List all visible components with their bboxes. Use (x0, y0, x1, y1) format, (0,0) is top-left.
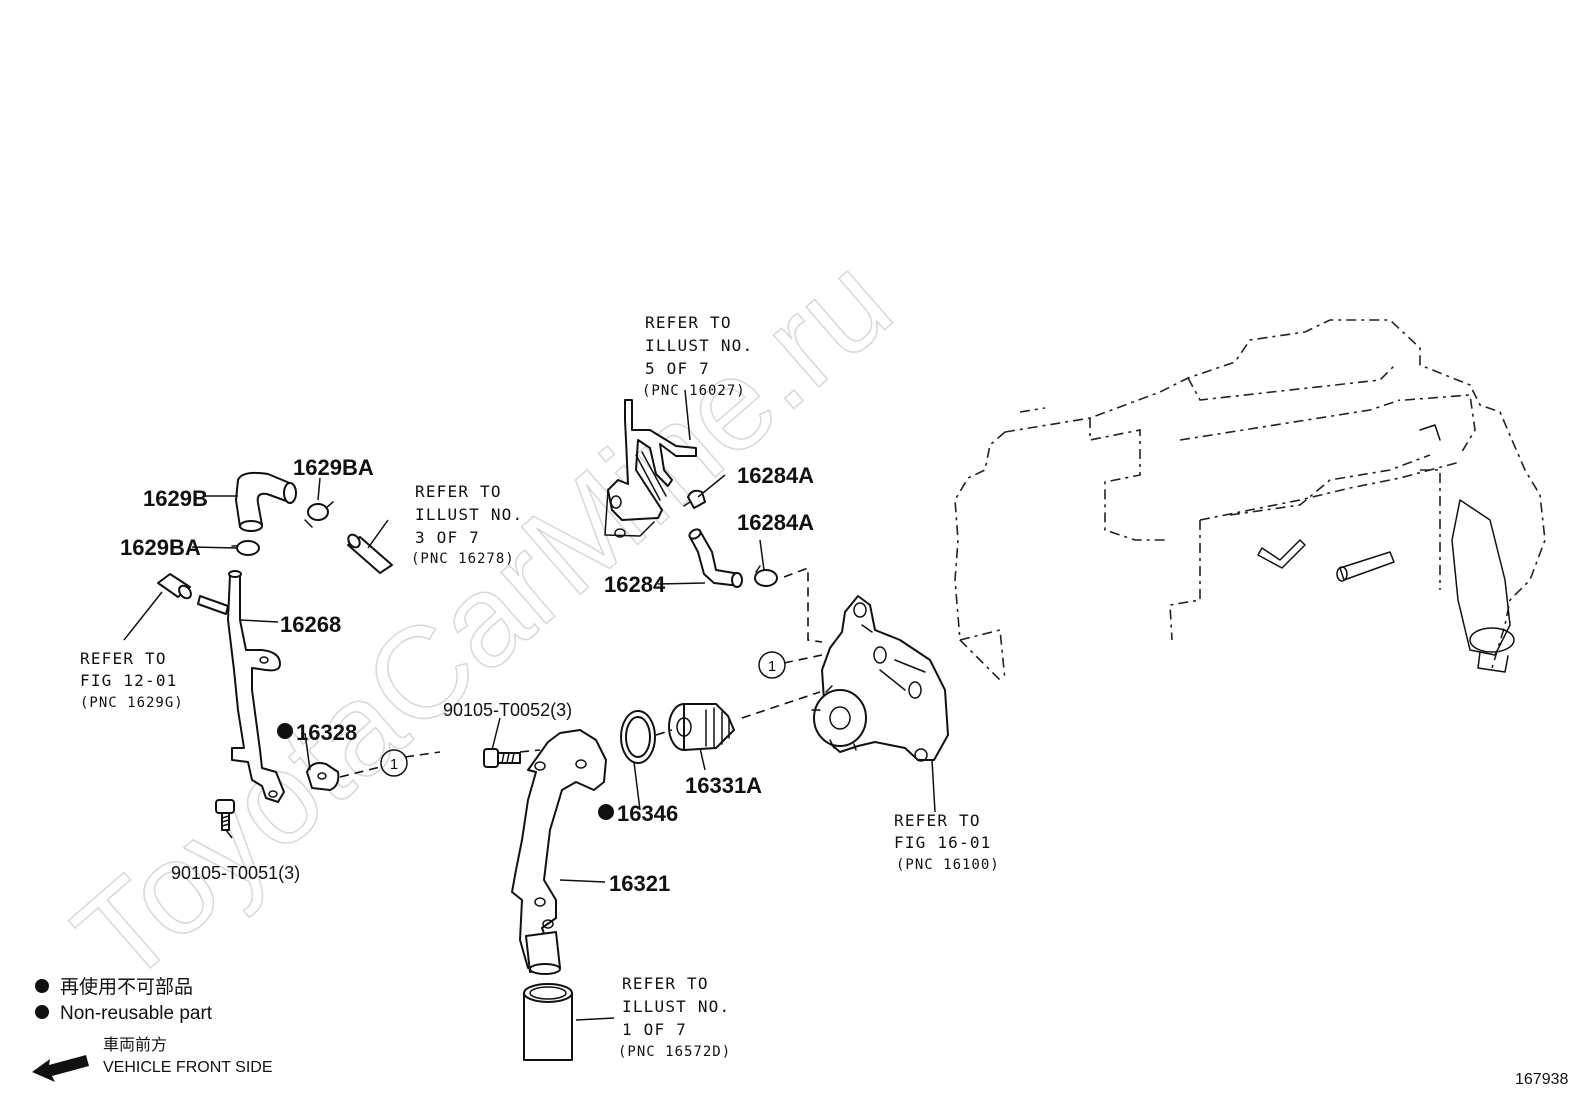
svg-text:3 OF 7: 3 OF 7 (415, 528, 480, 547)
vehicle-front-arrow-icon (32, 1055, 89, 1082)
svg-text:ToyotaCarMine.ru: ToyotaCarMine.ru (48, 228, 918, 1011)
legend-nonreusable-en: Non-reusable part (35, 1003, 213, 1024)
legend-front-jp: 車両前方 (103, 1036, 167, 1054)
label-16346: 16346 (598, 801, 678, 826)
svg-text:(PNC 16572D): (PNC 16572D) (618, 1044, 731, 1060)
inlet-housing-16321 (511, 729, 607, 975)
legend-nonreusable-jp: 再使用不可部品 (35, 976, 193, 998)
svg-text:ILLUST NO.: ILLUST NO. (415, 505, 523, 524)
svg-text:(PNC 16027): (PNC 16027) (642, 383, 746, 399)
refer-note-fig-12-01: REFER TO FIG 12-01 (PNC 1629G) (80, 649, 184, 711)
label-90105-T0052: 90105-T0052(3) (443, 700, 572, 720)
label-16331A: 16331A (685, 773, 762, 798)
connector-mark-left: 1 (380, 749, 408, 777)
svg-text:ILLUST NO.: ILLUST NO. (622, 997, 730, 1016)
svg-text:ILLUST NO.: ILLUST NO. (645, 336, 753, 355)
label-1629B: 1629B (143, 486, 208, 511)
bolt-90105-T0052 (483, 748, 521, 768)
label-1629BA-top: 1629BA (293, 455, 374, 480)
watermark: ToyotaCarMine.ru (47, 227, 919, 1012)
hose-pnc-1629G (157, 573, 192, 600)
pipe-pnc-16027 (604, 399, 697, 538)
label-90105-T0051: 90105-T0051(3) (171, 863, 300, 883)
svg-text:5 OF 7: 5 OF 7 (645, 359, 710, 378)
label-16284: 16284 (604, 572, 666, 597)
refer-note-5of7: REFER TO ILLUST NO. 5 OF 7 (PNC 16027) (642, 313, 753, 399)
label-16321: 16321 (609, 871, 670, 896)
label-16268: 16268 (280, 612, 341, 637)
connection-lines (339, 566, 823, 778)
svg-text:16346: 16346 (617, 801, 678, 826)
label-16284A-mid: 16284A (737, 510, 814, 535)
clamp-1629BA-left (231, 540, 260, 556)
svg-text:再使用不可部品: 再使用不可部品 (60, 976, 193, 998)
legend-front-en: VEHICLE FRONT SIDE (103, 1059, 273, 1076)
hose-1629B (235, 471, 297, 532)
svg-text:REFER TO: REFER TO (80, 649, 167, 668)
water-pump-pnc-16100 (811, 595, 949, 762)
leader-lines (123, 389, 936, 1021)
svg-text:(PNC 16278): (PNC 16278) (411, 551, 515, 567)
pipe-16268 (197, 570, 285, 803)
connector-mark-right: 1 (758, 651, 786, 679)
figure-number: 167938 (1515, 1071, 1568, 1088)
svg-text:1: 1 (768, 658, 776, 675)
hose-pnc-16278 (347, 533, 393, 574)
svg-text:REFER TO: REFER TO (645, 313, 732, 332)
svg-text:REFER TO: REFER TO (622, 974, 709, 993)
svg-text:16328: 16328 (296, 720, 357, 745)
svg-text:FIG 16-01: FIG 16-01 (894, 833, 992, 852)
svg-text:(PNC 1629G): (PNC 1629G) (80, 695, 184, 711)
svg-text:1: 1 (390, 756, 398, 773)
engine-block-outline (954, 319, 1546, 681)
gasket-16346 (620, 710, 656, 764)
svg-text:REFER TO: REFER TO (894, 811, 981, 830)
refer-note-3of7: REFER TO ILLUST NO. 3 OF 7 (PNC 16278) (411, 482, 523, 567)
clamp-1629BA-top (304, 501, 334, 528)
clamp-16284A-mid (754, 565, 778, 587)
label-16284A-top: 16284A (737, 463, 814, 488)
bolt-90105-T0051 (215, 799, 235, 831)
pipe-pnc-16572D (523, 983, 573, 1061)
refer-note-fig-16-01: REFER TO FIG 16-01 (PNC 16100) (894, 811, 1000, 873)
label-1629BA-left: 1629BA (120, 535, 201, 560)
svg-text:REFER TO: REFER TO (415, 482, 502, 501)
thermostat-16331A (668, 703, 735, 751)
svg-text:(PNC 16100): (PNC 16100) (896, 857, 1000, 873)
label-16328: 16328 (277, 720, 357, 745)
gasket-16328 (306, 762, 340, 791)
svg-text:FIG 12-01: FIG 12-01 (80, 671, 178, 690)
hose-16284 (688, 528, 743, 588)
refer-note-1of7: REFER TO ILLUST NO. 1 OF 7 (PNC 16572D) (618, 974, 731, 1060)
svg-text:1 OF 7: 1 OF 7 (622, 1020, 687, 1039)
svg-text:Non-reusable part: Non-reusable part (60, 1003, 213, 1024)
